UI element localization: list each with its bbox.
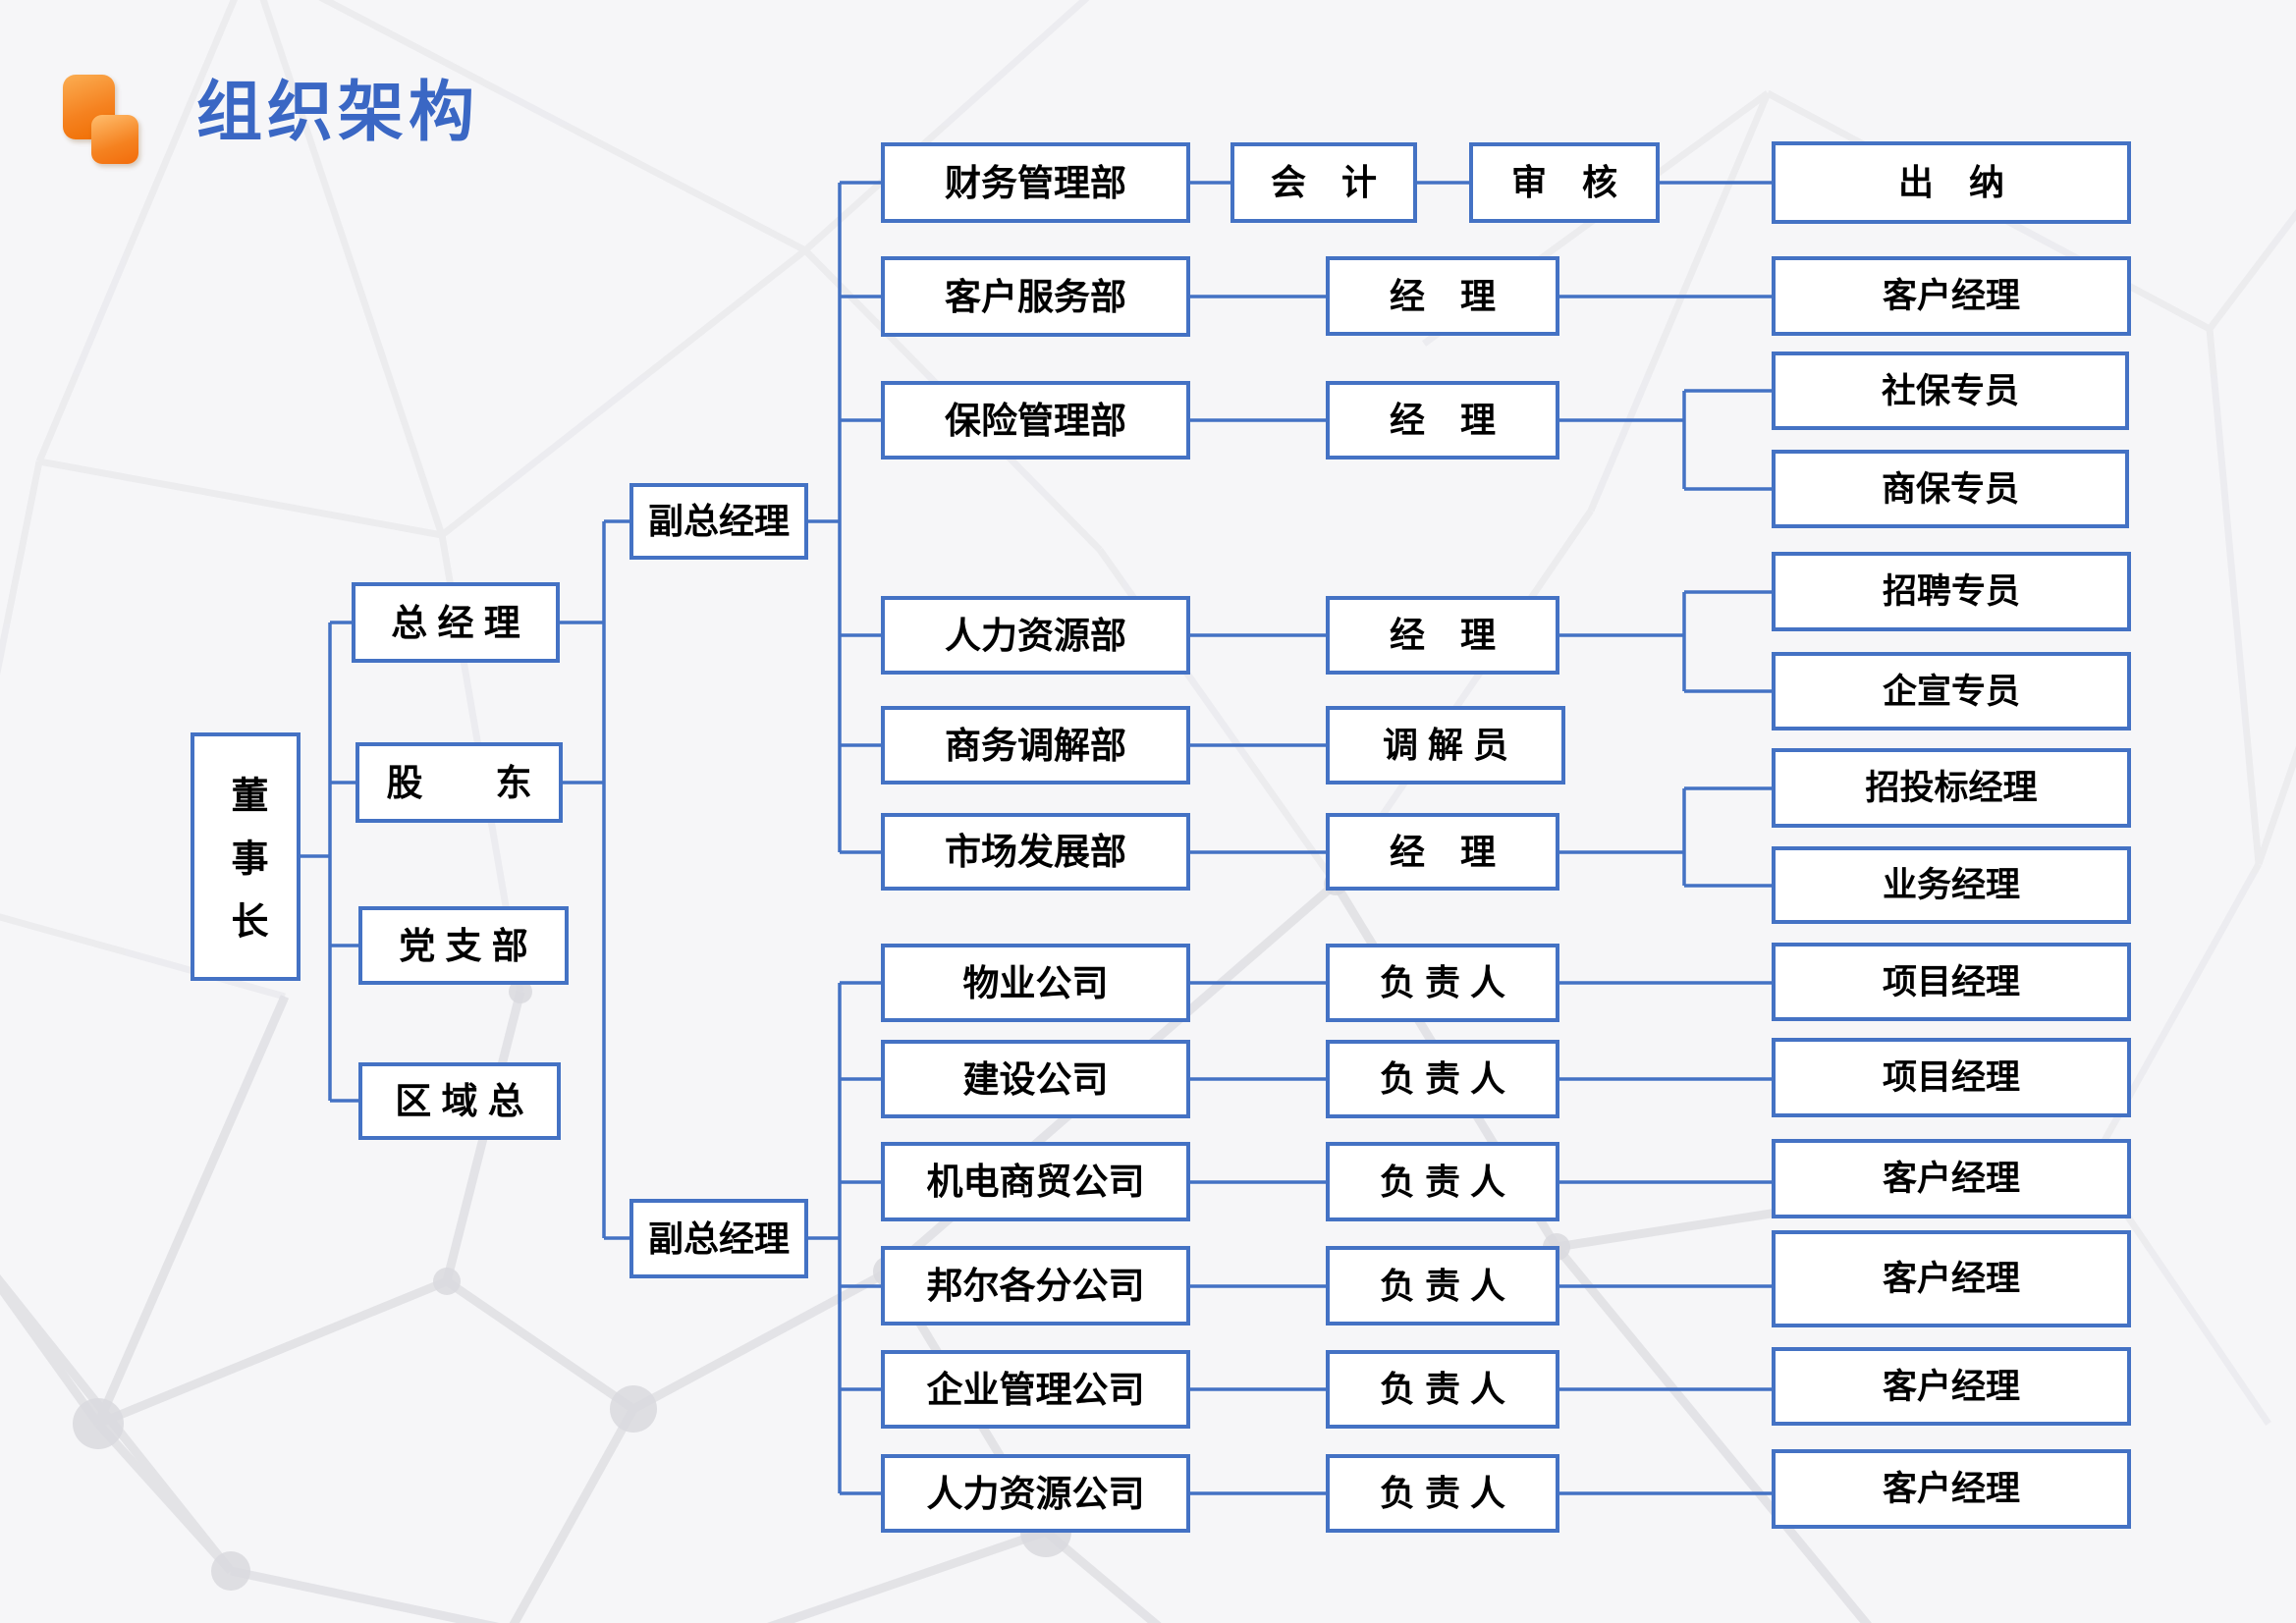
org-node-account-manager-2: 客户经理	[1772, 1139, 2131, 1218]
org-node-mediation-dept: 商务调解部	[881, 706, 1190, 784]
org-node-market-dept: 市场发展部	[881, 813, 1190, 891]
org-node-market-manager: 经 理	[1326, 813, 1559, 891]
org-node-bidding-manager: 招投标经理	[1772, 748, 2131, 828]
org-node-recruitment-specialist: 招聘专员	[1772, 552, 2131, 631]
org-node-electromechanical-company: 机电商贸公司	[881, 1142, 1190, 1221]
org-node-property-company: 物业公司	[881, 944, 1190, 1022]
org-node-hr-co-head: 负 责 人	[1326, 1454, 1559, 1533]
org-node-finance-dept: 财务管理部	[881, 142, 1190, 223]
org-node-party-branch: 党 支 部	[358, 906, 569, 985]
org-node-chairman: 董事长	[191, 732, 301, 981]
org-node-deputy-gm-1: 副总经理	[629, 483, 808, 560]
org-node-insurance-dept: 保险管理部	[881, 381, 1190, 460]
org-node-pr-specialist: 企宣专员	[1772, 652, 2131, 730]
org-node-hr-company: 人力资源公司	[881, 1454, 1190, 1533]
org-node-cashier: 出 纳	[1772, 141, 2131, 224]
org-node-property-head: 负 责 人	[1326, 944, 1559, 1022]
org-node-social-insurance-specialist: 社保专员	[1772, 352, 2129, 430]
org-node-project-manager-2: 项目经理	[1772, 1038, 2131, 1117]
org-node-project-manager-1: 项目经理	[1772, 943, 2131, 1021]
org-node-account-manager-3: 客户经理	[1772, 1230, 2131, 1327]
org-node-customer-service-dept: 客户服务部	[881, 256, 1190, 337]
org-node-mediator: 调 解 员	[1326, 706, 1565, 784]
org-node-hr-manager: 经 理	[1326, 596, 1559, 675]
org-node-construction-head: 负 责 人	[1326, 1040, 1559, 1118]
org-node-regional-head: 区 域 总	[358, 1062, 561, 1140]
org-node-accountant: 会 计	[1230, 142, 1417, 223]
org-node-shareholder: 股 东	[355, 742, 563, 823]
org-node-insurance-manager: 经 理	[1326, 381, 1559, 460]
org-node-account-manager-5: 客户经理	[1772, 1449, 2131, 1529]
org-node-account-manager-4: 客户经理	[1772, 1347, 2131, 1426]
org-node-general-manager: 总 经 理	[352, 582, 560, 663]
org-node-hr-dept: 人力资源部	[881, 596, 1190, 675]
org-node-banger-head: 负 责 人	[1326, 1246, 1559, 1325]
org-node-cs-manager: 经 理	[1326, 256, 1559, 336]
page-title: 组织架构	[196, 77, 479, 149]
org-node-enterprise-mgmt-company: 企业管理公司	[881, 1350, 1190, 1429]
org-node-construction-company: 建设公司	[881, 1040, 1190, 1118]
org-node-enterprise-head: 负 责 人	[1326, 1350, 1559, 1429]
org-node-commercial-insurance-specialist: 商保专员	[1772, 450, 2129, 528]
org-node-deputy-gm-2: 副总经理	[629, 1199, 808, 1278]
org-node-banger-branches: 邦尔各分公司	[881, 1246, 1190, 1325]
title-icon-front-square	[91, 115, 138, 164]
org-node-auditor: 审 核	[1469, 142, 1660, 223]
org-node-cs-account-manager: 客户经理	[1772, 256, 2131, 336]
org-node-business-manager: 业务经理	[1772, 846, 2131, 924]
org-node-electromechanical-head: 负 责 人	[1326, 1142, 1559, 1221]
